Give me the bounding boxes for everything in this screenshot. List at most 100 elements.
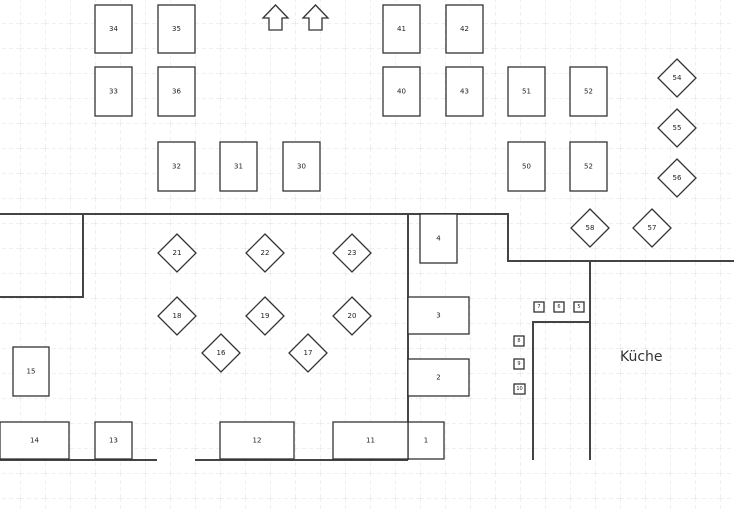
table-14[interactable]: 14 — [0, 421, 70, 460]
table-number: 43 — [460, 88, 469, 96]
table-42[interactable]: 42 — [445, 4, 484, 54]
table-11[interactable]: 11 — [332, 421, 409, 460]
table-23[interactable]: 23 — [332, 233, 372, 273]
table-shape — [407, 421, 445, 460]
table-number: 56 — [673, 174, 682, 182]
table-55[interactable]: 55 — [657, 108, 697, 148]
table-number: 50 — [522, 163, 531, 171]
table-54[interactable]: 54 — [657, 58, 697, 98]
table-40[interactable]: 40 — [382, 66, 421, 117]
table-43[interactable]: 43 — [445, 66, 484, 117]
arrow-up-icon — [261, 4, 290, 31]
table-20[interactable]: 20 — [332, 296, 372, 336]
table-number: 55 — [673, 124, 682, 132]
table-number: 12 — [253, 437, 262, 445]
wall-top — [0, 213, 734, 262]
table-shape — [513, 383, 526, 395]
table-shape — [94, 421, 133, 460]
table-number: 3 — [436, 312, 440, 320]
table-shape — [507, 141, 546, 192]
table-number: 2 — [436, 374, 440, 382]
table-shape — [419, 213, 458, 264]
table-shape — [0, 421, 70, 460]
table-number: 54 — [673, 74, 682, 82]
table-56[interactable]: 56 — [657, 158, 697, 198]
table-number: 4 — [436, 235, 441, 243]
table-number: 40 — [397, 88, 406, 96]
table-number: 41 — [397, 25, 406, 33]
table-number: 23 — [348, 249, 357, 257]
table-34[interactable]: 34 — [94, 4, 133, 54]
table-41[interactable]: 41 — [382, 4, 421, 54]
table-52a[interactable]: 52 — [569, 66, 608, 117]
table-number: 18 — [173, 312, 182, 320]
table-5[interactable]: 5 — [573, 301, 585, 313]
table-52b[interactable]: 52 — [569, 141, 608, 192]
table-7[interactable]: 7 — [533, 301, 545, 313]
table-shape — [573, 301, 585, 313]
table-shape — [157, 141, 196, 192]
table-33[interactable]: 33 — [94, 66, 133, 117]
table-51[interactable]: 51 — [507, 66, 546, 117]
table-36[interactable]: 36 — [157, 66, 196, 117]
table-number: 52 — [584, 88, 593, 96]
table-shape — [332, 421, 409, 460]
table-19[interactable]: 19 — [245, 296, 285, 336]
table-shape — [94, 66, 133, 117]
table-shape — [157, 233, 197, 273]
table-shape — [513, 358, 525, 370]
table-8[interactable]: 8 — [513, 335, 525, 347]
table-shape — [513, 335, 525, 347]
table-3[interactable]: 3 — [407, 296, 470, 335]
table-1[interactable]: 1 — [407, 421, 445, 460]
table-shape — [657, 108, 697, 148]
table-10[interactable]: 10 — [513, 383, 526, 395]
table-number: 15 — [27, 368, 36, 376]
table-shape — [507, 66, 546, 117]
table-shape — [407, 358, 470, 397]
table-9[interactable]: 9 — [513, 358, 525, 370]
table-4[interactable]: 4 — [419, 213, 458, 264]
table-50[interactable]: 50 — [507, 141, 546, 192]
table-shape — [12, 346, 50, 397]
table-number: 5 — [577, 304, 580, 310]
table-2[interactable]: 2 — [407, 358, 470, 397]
table-shape — [288, 333, 328, 373]
table-16[interactable]: 16 — [201, 333, 241, 373]
table-13[interactable]: 13 — [94, 421, 133, 460]
table-21[interactable]: 21 — [157, 233, 197, 273]
table-18[interactable]: 18 — [157, 296, 197, 336]
table-shape — [245, 233, 285, 273]
table-shape — [632, 208, 672, 248]
table-number: 32 — [172, 163, 181, 171]
table-32[interactable]: 32 — [157, 141, 196, 192]
table-number: 30 — [297, 163, 306, 171]
table-31[interactable]: 31 — [219, 141, 258, 192]
table-number: 22 — [261, 249, 270, 257]
table-shape — [157, 66, 196, 117]
table-30[interactable]: 30 — [282, 141, 321, 192]
table-shape — [219, 421, 295, 460]
table-number: 34 — [109, 25, 118, 33]
table-6[interactable]: 6 — [553, 301, 565, 313]
table-shape — [570, 208, 610, 248]
table-shape — [445, 4, 484, 54]
table-22[interactable]: 22 — [245, 233, 285, 273]
table-35[interactable]: 35 — [157, 4, 196, 54]
table-15[interactable]: 15 — [12, 346, 50, 397]
table-shape — [382, 66, 421, 117]
table-shape — [282, 141, 321, 192]
table-number: 6 — [557, 304, 560, 310]
table-12[interactable]: 12 — [219, 421, 295, 460]
table-57[interactable]: 57 — [632, 208, 672, 248]
table-number: 14 — [30, 437, 39, 445]
table-shape — [445, 66, 484, 117]
table-number: 17 — [304, 349, 313, 357]
table-number: 52 — [584, 163, 593, 171]
arrow-up-icon — [301, 4, 330, 31]
table-number: 21 — [173, 249, 182, 257]
kitchen-label: Küche — [620, 349, 663, 365]
table-58[interactable]: 58 — [570, 208, 610, 248]
table-17[interactable]: 17 — [288, 333, 328, 373]
